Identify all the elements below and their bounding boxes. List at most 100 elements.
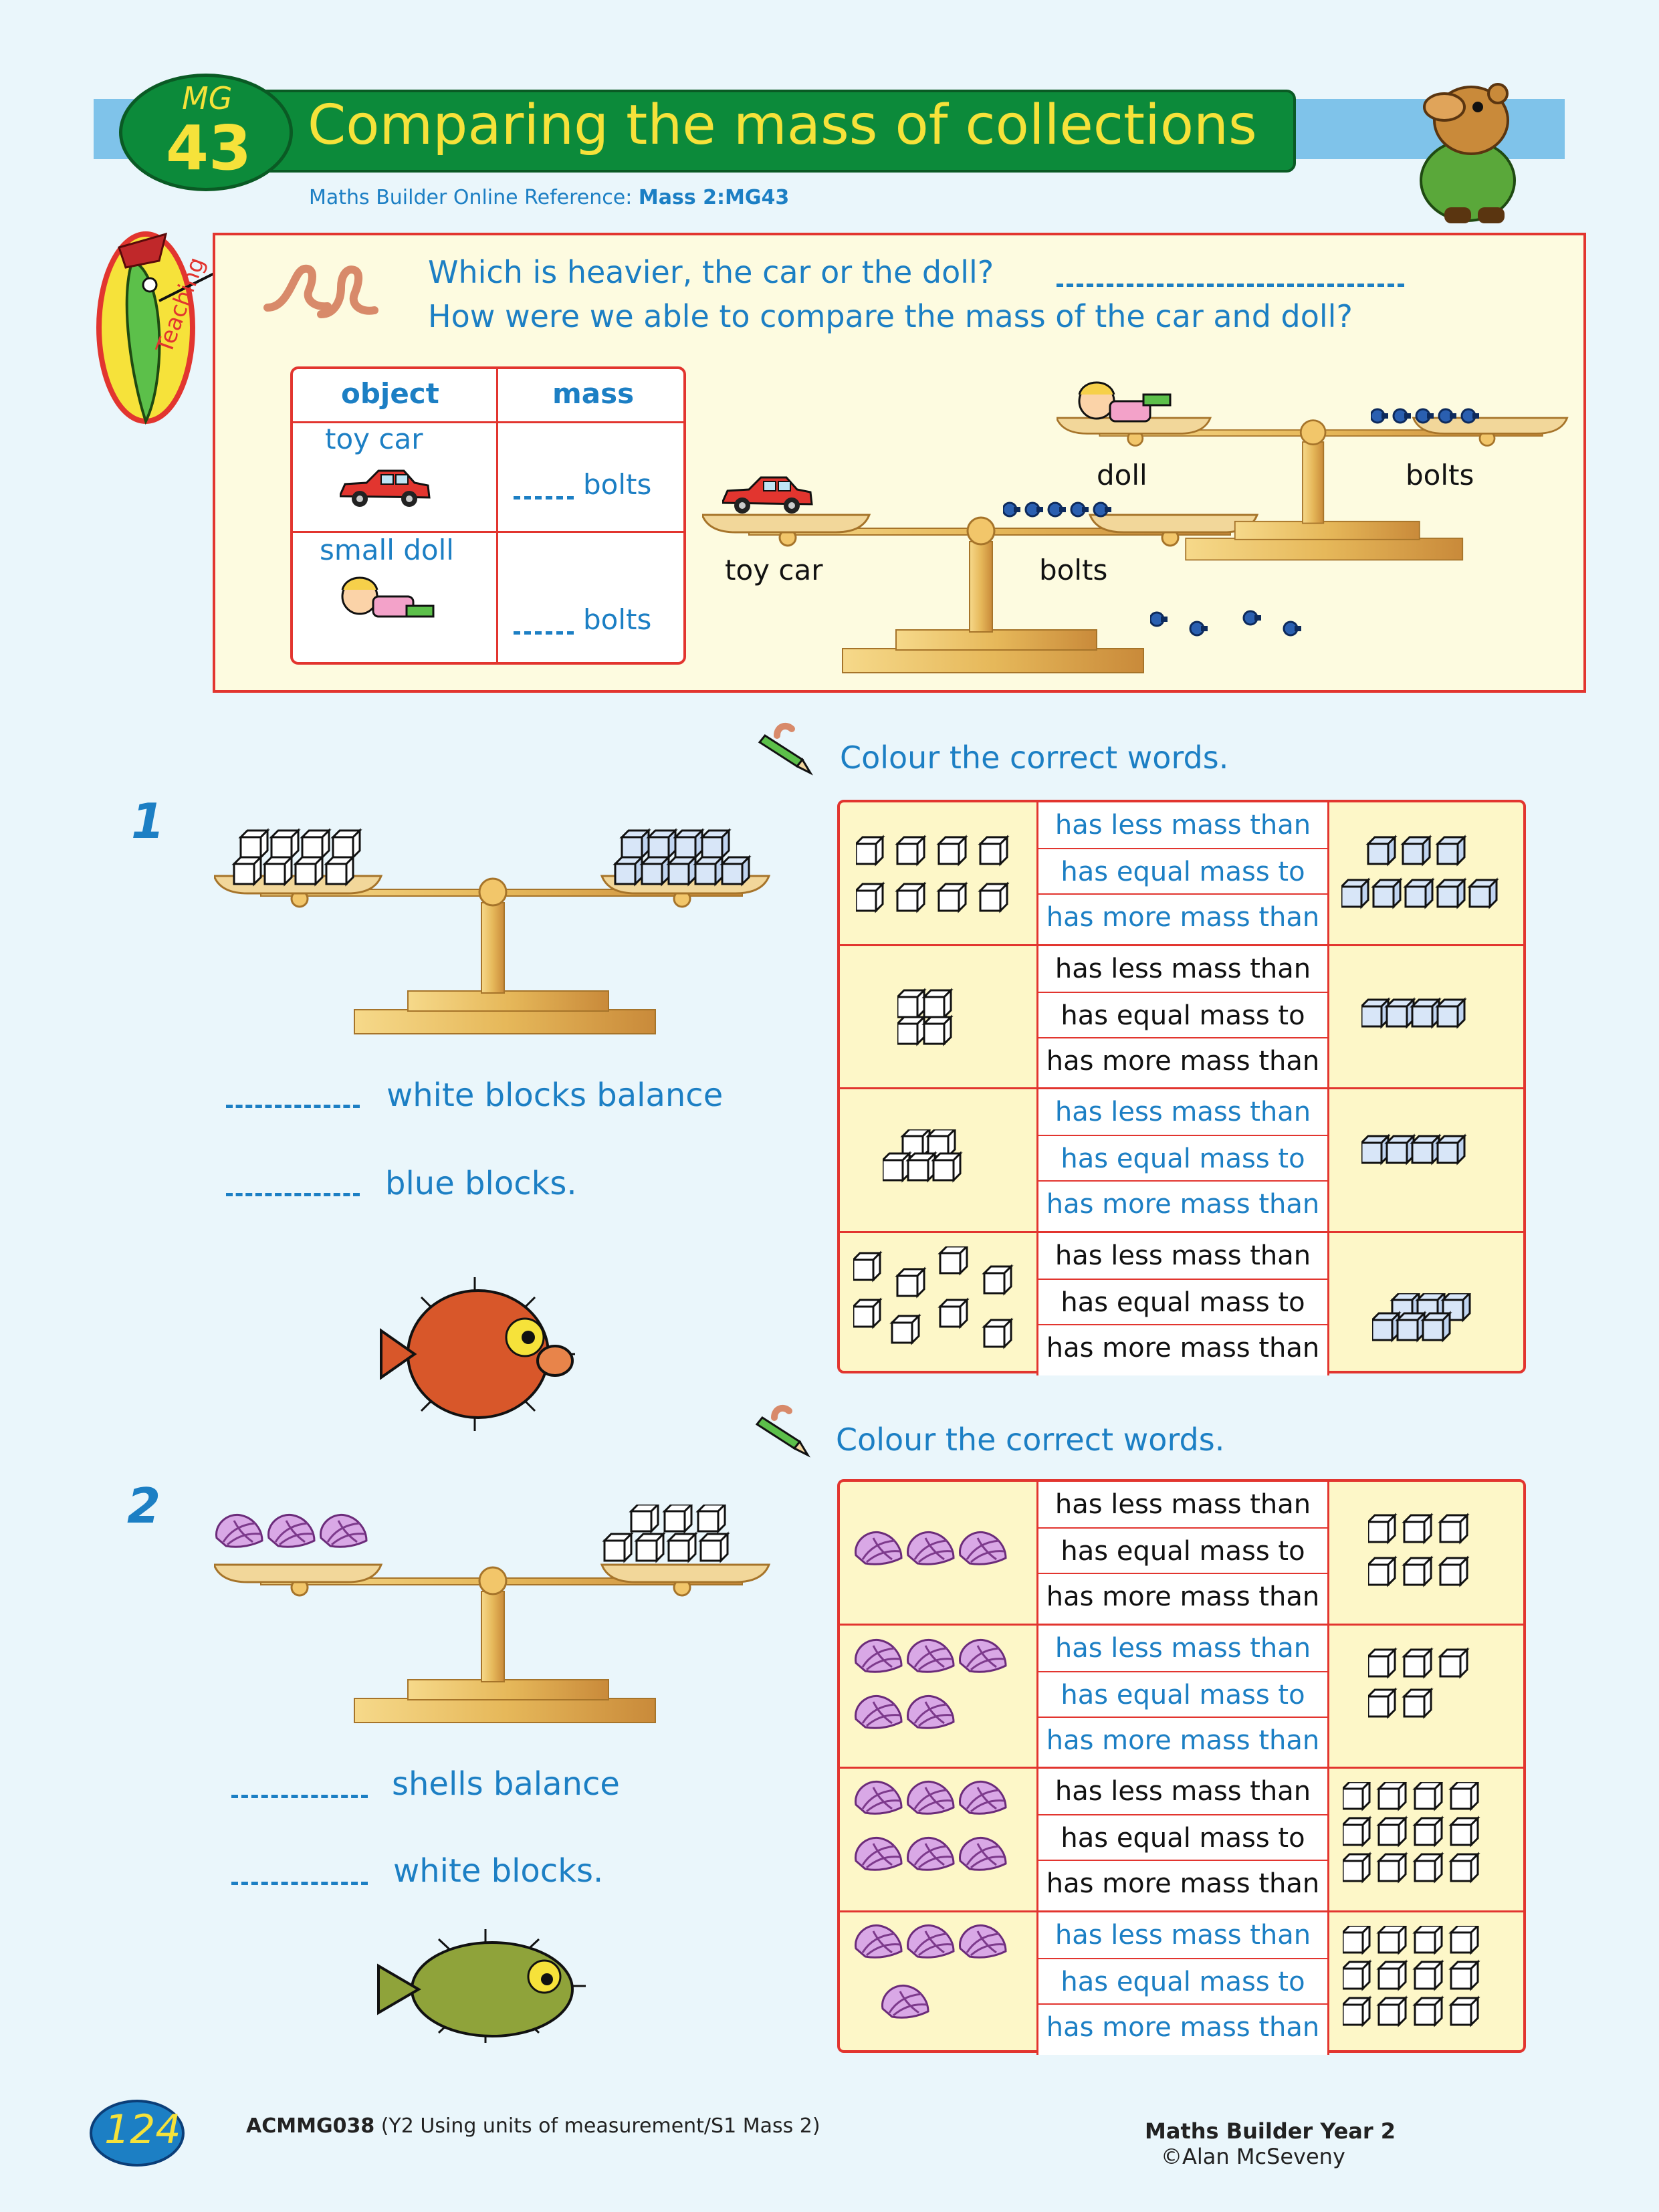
small-doll-icon: [341, 576, 435, 618]
scale-label-doll: doll: [1097, 459, 1147, 491]
teaching-fish-icon: [96, 231, 226, 425]
title-box: [249, 90, 1296, 173]
table-divider: [293, 531, 683, 533]
table-object-small-doll: small doll: [320, 534, 454, 566]
option-more[interactable]: has more mass than: [1038, 2003, 1327, 2050]
table-divider: [293, 421, 683, 423]
white-blocks-flat-icon: [883, 1129, 962, 1182]
option-more[interactable]: has more mass than: [1038, 1180, 1327, 1227]
bear-mascot-icon: [1420, 83, 1516, 223]
lesson-code-number: 43: [166, 112, 252, 184]
page-number: 124: [104, 2106, 181, 2153]
curriculum-code: ACMMG038 (Y2 Using units of measurement/…: [246, 2114, 820, 2138]
white-blocks-12-icon: [1343, 1782, 1479, 1882]
shells-3-icon: [854, 1531, 1007, 1565]
option-less[interactable]: has less mass than: [1055, 1633, 1311, 1664]
pencil-worm-icon: [758, 722, 813, 776]
lesson-code-badge: [119, 74, 293, 191]
toy-car-icon: [340, 469, 431, 508]
option-equal[interactable]: has equal mass to: [1038, 1279, 1327, 1325]
option-equal[interactable]: has equal mass to: [1038, 1135, 1327, 1182]
options-column: has less mass than has equal mass to has…: [1036, 1233, 1329, 1375]
shells-4-icon: [854, 1924, 1007, 2019]
q2-line2: white blocks.: [393, 1852, 604, 1890]
option-equal[interactable]: has equal mass to: [1038, 1958, 1327, 2005]
table-divider: [496, 369, 498, 662]
option-less[interactable]: has less mass than: [1055, 1489, 1311, 1520]
copyright: ©Alan McSeveny: [1161, 2144, 1345, 2169]
option-more[interactable]: has more mass than: [1038, 1717, 1327, 1763]
row-divider: [840, 1910, 1523, 1912]
option-more[interactable]: has more mass than: [1038, 893, 1327, 940]
object-mass-table: object mass toy car bolts small doll bol…: [290, 366, 686, 665]
table-unit-bolts: bolts: [583, 468, 652, 501]
toy-car-on-scale-icon: [722, 476, 813, 515]
row-divider: [840, 1624, 1523, 1626]
table-row: has less mass than has equal mass to has…: [840, 1912, 1523, 2055]
blue-blocks-row-icon: [1361, 998, 1466, 1028]
option-less[interactable]: has less mass than: [1055, 954, 1311, 984]
online-reference-prefix: Maths Builder Online Reference:: [309, 186, 639, 209]
puffer-fish-icon: [380, 1277, 575, 1431]
scale-label-toy-car: toy car: [725, 554, 823, 586]
white-blocks-scattered-icon: [853, 1246, 1012, 1348]
option-equal[interactable]: has equal mass to: [1038, 848, 1327, 895]
question-how-compare: How were we able to compare the mass of …: [428, 298, 1353, 334]
online-reference: Maths Builder Online Reference: Mass 2:M…: [309, 186, 789, 209]
table-row: has less mass than has equal mass to has…: [840, 802, 1523, 945]
options-column: has less mass than has equal mass to has…: [1036, 1089, 1329, 1232]
q1-line1: white blocks balance: [386, 1077, 724, 1114]
option-more[interactable]: has more mass than: [1038, 1573, 1327, 1620]
table-row: has less mass than has equal mass to has…: [840, 1089, 1523, 1232]
loose-bolts-icon: [1150, 610, 1303, 637]
option-equal[interactable]: has equal mass to: [1038, 992, 1327, 1038]
bolts-on-scale-icon: [1371, 408, 1480, 424]
row-divider: [840, 944, 1523, 946]
answer-line-doll-bolts[interactable]: [514, 631, 574, 635]
white-blocks-5-icon: [1368, 1648, 1468, 1718]
q2-line1: shells balance: [392, 1765, 620, 1803]
table-header-mass: mass: [552, 377, 635, 410]
pencil-worm-icon: [755, 1404, 810, 1458]
answer-line-shells[interactable]: [231, 1795, 368, 1798]
white-blocks-12-icon: [1343, 1926, 1479, 2026]
answer-line-white-blocks-2[interactable]: [231, 1882, 368, 1885]
table-unit-bolts: bolts: [583, 603, 652, 636]
option-less[interactable]: has less mass than: [1055, 1097, 1311, 1127]
q1-line2: blue blocks.: [385, 1165, 577, 1202]
option-less[interactable]: has less mass than: [1055, 1920, 1311, 1951]
curriculum-code-id: ACMMG038: [246, 2114, 375, 2138]
option-less[interactable]: has less mass than: [1055, 1240, 1311, 1271]
comparison-table-2: has less mass than has equal mass to has…: [837, 1479, 1526, 2055]
lesson-code-label: MG: [182, 80, 233, 116]
curriculum-code-desc: (Y2 Using units of measurement/S1 Mass 2…: [374, 2114, 820, 2138]
blue-blocks-stack-icon: [1372, 1293, 1471, 1341]
doll-on-scale-icon: [1078, 381, 1172, 423]
option-equal[interactable]: has equal mass to: [1038, 1527, 1327, 1574]
options-column: has less mass than has equal mass to has…: [1036, 802, 1329, 945]
table-object-toy-car: toy car: [325, 423, 423, 455]
question-number-2: 2: [127, 1478, 161, 1534]
answer-line-white-blocks[interactable]: [226, 1105, 360, 1108]
answer-line-car-bolts[interactable]: [514, 496, 574, 500]
white-blocks-on-scale-icon: [233, 829, 361, 885]
blue-blocks-on-scale-icon: [614, 829, 750, 885]
option-more[interactable]: has more mass than: [1038, 1860, 1327, 1906]
table-row: has less mass than has equal mass to has…: [840, 1626, 1523, 1768]
option-equal[interactable]: has equal mass to: [1038, 1671, 1327, 1718]
question-heavier: Which is heavier, the car or the doll?: [428, 254, 994, 290]
answer-line-heavier[interactable]: [1057, 284, 1404, 287]
page-number-badge: [90, 2100, 185, 2167]
book-title: Maths Builder Year 2: [1145, 2118, 1396, 2144]
instruction-1: Colour the correct words.: [840, 740, 1229, 776]
question-number-1: 1: [131, 793, 165, 849]
answer-line-blue-blocks[interactable]: [226, 1193, 360, 1196]
option-less[interactable]: has less mass than: [1055, 810, 1311, 841]
option-less[interactable]: has less mass than: [1055, 1776, 1311, 1807]
option-more[interactable]: has more mass than: [1038, 1324, 1327, 1371]
table-row: has less mass than has equal mass to has…: [840, 1769, 1523, 1911]
row-divider: [840, 1087, 1523, 1089]
online-reference-value: Mass 2:MG43: [638, 186, 790, 209]
option-more[interactable]: has more mass than: [1038, 1037, 1327, 1084]
option-equal[interactable]: has equal mass to: [1038, 1814, 1327, 1861]
